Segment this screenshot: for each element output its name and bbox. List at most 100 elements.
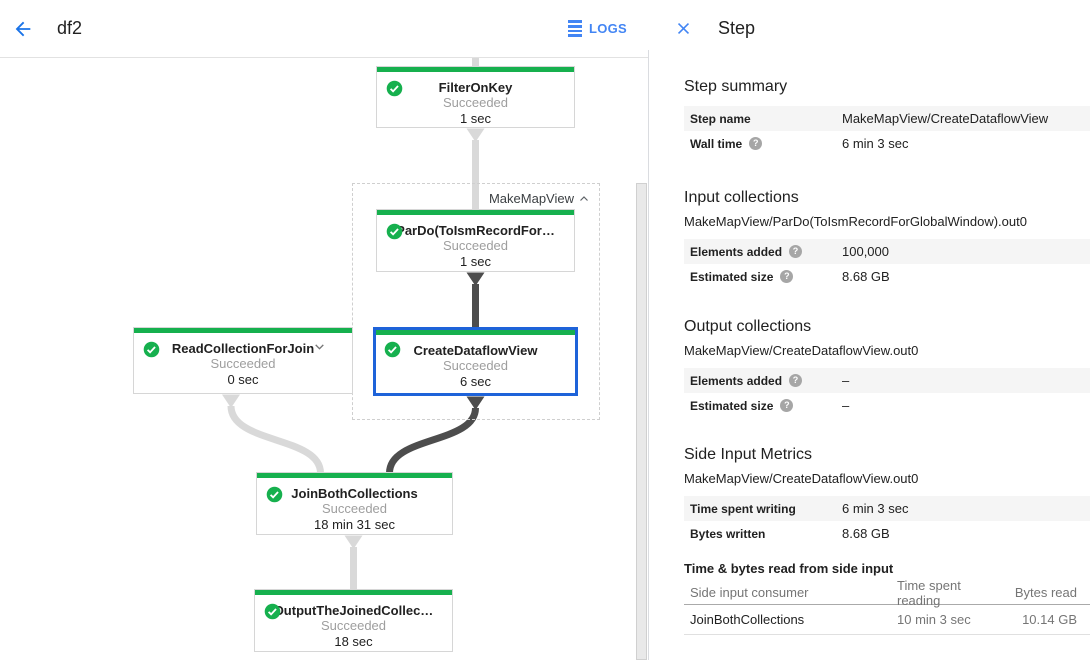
metric-value: 8.68 GB: [842, 269, 890, 284]
node-status: Succeeded: [442, 95, 509, 110]
step-details-panel: Step Step summary Step name MakeMapView/…: [650, 0, 1090, 660]
graph-edges: [222, 58, 485, 590]
logs-button[interactable]: LOGS: [567, 20, 627, 37]
metric-value: 100,000: [842, 244, 889, 259]
success-check-icon: [386, 223, 403, 240]
success-check-icon: [143, 341, 160, 358]
node-wall-time: 18 min 31 sec: [314, 517, 395, 532]
section-heading-output-collections: Output collections: [684, 318, 812, 335]
help-icon[interactable]: ?: [780, 270, 794, 283]
node-status-bar: [377, 210, 574, 215]
metric-label: Elements added: [690, 373, 783, 388]
success-check-icon: [266, 486, 283, 503]
node-wall-time: 6 sec: [459, 374, 492, 389]
column-header-bytes-read: Bytes read: [1014, 585, 1077, 600]
node-status-bar: [255, 590, 452, 595]
metric-row-estimated-size: Estimated size? –: [684, 393, 1090, 418]
back-arrow-icon: [15, 21, 31, 36]
graph-node-readcollectionforjoin[interactable]: ReadCollectionForJoin Succeeded 0 sec: [133, 327, 353, 394]
table-header-row: Side input consumer Time spent reading B…: [684, 577, 1090, 608]
metric-row-step-name: Step name MakeMapView/CreateDataflowView: [684, 106, 1090, 131]
close-icon: [677, 22, 689, 35]
pane-divider: [648, 50, 649, 660]
node-wall-time: 0 sec: [227, 372, 259, 387]
success-check-icon: [384, 341, 401, 358]
panel-header: Step: [650, 0, 1090, 57]
node-status-bar: [376, 330, 575, 335]
node-status: Succeeded: [210, 356, 276, 371]
side-input-table: Side input consumer Time spent reading B…: [684, 577, 1090, 635]
graph-node-outputthejoinedcollection[interactable]: OutputTheJoinedCollec… Succeeded 18 sec: [254, 589, 453, 652]
section-heading-input-collections: Input collections: [684, 189, 799, 206]
cell-time-spent-reading: 10 min 3 sec: [897, 612, 971, 627]
metric-value: –: [842, 398, 850, 413]
metric-value: 6 min 3 sec: [842, 136, 909, 151]
group-collapse-toggle[interactable]: MakeMapView: [489, 191, 590, 206]
graph-node-filteronkey[interactable]: FilterOnKey Succeeded 1 sec: [376, 66, 575, 128]
help-icon[interactable]: ?: [789, 374, 803, 387]
node-status: Succeeded: [442, 238, 509, 253]
help-icon[interactable]: ?: [780, 399, 794, 412]
side-input-rows: Time spent writing 6 min 3 sec Bytes wri…: [684, 496, 1090, 546]
node-wall-time: 1 sec: [459, 111, 492, 126]
node-wall-time: 18 sec: [334, 634, 373, 649]
metric-row-time-spent-writing: Time spent writing 6 min 3 sec: [684, 496, 1090, 521]
metric-row-elements-added: Elements added? 100,000: [684, 239, 1090, 264]
node-title: CreateDataflowView: [413, 343, 538, 358]
node-title: ReadCollectionForJoin: [171, 341, 315, 356]
output-collection-rows: Elements added? – Estimated size? –: [684, 368, 1090, 418]
node-title: ParDo(ToIsmRecordFor…: [396, 223, 555, 238]
column-header-side-input-consumer: Side input consumer: [690, 585, 809, 600]
node-status-bar: [257, 473, 452, 478]
metric-value: MakeMapView/CreateDataflowView: [842, 111, 1049, 126]
logs-list-icon: [567, 20, 582, 37]
metric-label: Bytes written: [690, 526, 766, 541]
node-title: FilterOnKey: [438, 80, 513, 95]
node-status-bar: [377, 67, 574, 72]
job-title: df2: [57, 18, 83, 38]
node-wall-time: 1 sec: [459, 254, 492, 269]
node-status: Succeeded: [320, 618, 387, 633]
logs-button-label: LOGS: [588, 21, 627, 36]
metric-label: Wall time: [690, 136, 743, 151]
metric-value: 6 min 3 sec: [842, 501, 909, 516]
graph-node-createdataflowview-selected[interactable]: CreateDataflowView Succeeded 6 sec: [373, 327, 578, 396]
column-header-time-spent-reading: Time spent reading: [897, 577, 961, 608]
header-divider: [0, 57, 649, 58]
metric-label: Estimated size: [690, 269, 774, 284]
metric-row-bytes-written: Bytes written 8.68 GB: [684, 521, 1090, 546]
panel-body: Step summary Step name MakeMapView/Creat…: [650, 77, 1090, 635]
metric-label: Elements added: [690, 244, 783, 259]
graph-vertical-scrollbar[interactable]: [636, 183, 647, 660]
group-label: MakeMapView: [488, 191, 574, 206]
section-heading-step-summary: Step summary: [684, 78, 788, 95]
node-title: OutputTheJoinedCollec…: [273, 603, 434, 618]
chevron-down-icon[interactable]: [313, 340, 326, 353]
success-check-icon: [386, 80, 403, 97]
graph-header: df2 LOGS: [0, 0, 649, 57]
panel-title: Step: [718, 18, 756, 38]
graph-node-joinbothcollections[interactable]: JoinBothCollections Succeeded 18 min 31 …: [256, 472, 453, 535]
help-icon[interactable]: ?: [789, 245, 803, 258]
node-title: JoinBothCollections: [291, 486, 418, 501]
help-icon[interactable]: ?: [749, 137, 763, 150]
metric-label: Time spent writing: [690, 501, 796, 516]
back-button[interactable]: [10, 16, 36, 42]
success-check-icon: [264, 603, 281, 620]
input-collection-rows: Elements added? 100,000 Estimated size? …: [684, 239, 1090, 289]
node-status-bar: [134, 328, 352, 333]
chevron-up-icon: [580, 195, 588, 201]
metric-label: Step name: [690, 111, 751, 126]
section-heading-side-input-metrics: Side Input Metrics: [684, 446, 813, 463]
cell-side-input-consumer: JoinBothCollections: [690, 612, 805, 627]
graph-node-pardo-toismrecord[interactable]: ParDo(ToIsmRecordFor… Succeeded 1 sec: [376, 209, 575, 272]
side-input-collection-name: MakeMapView/CreateDataflowView.out0: [684, 471, 919, 486]
close-panel-button[interactable]: [672, 18, 694, 40]
node-status: Succeeded: [442, 358, 509, 373]
metric-label: Estimated size: [690, 398, 774, 413]
input-collection-name: MakeMapView/ParDo(ToIsmRecordForGlobalWi…: [684, 214, 1027, 229]
metric-value: 8.68 GB: [842, 526, 890, 541]
cell-bytes-read: 10.14 GB: [1022, 612, 1077, 627]
output-collection-name: MakeMapView/CreateDataflowView.out0: [684, 343, 919, 358]
